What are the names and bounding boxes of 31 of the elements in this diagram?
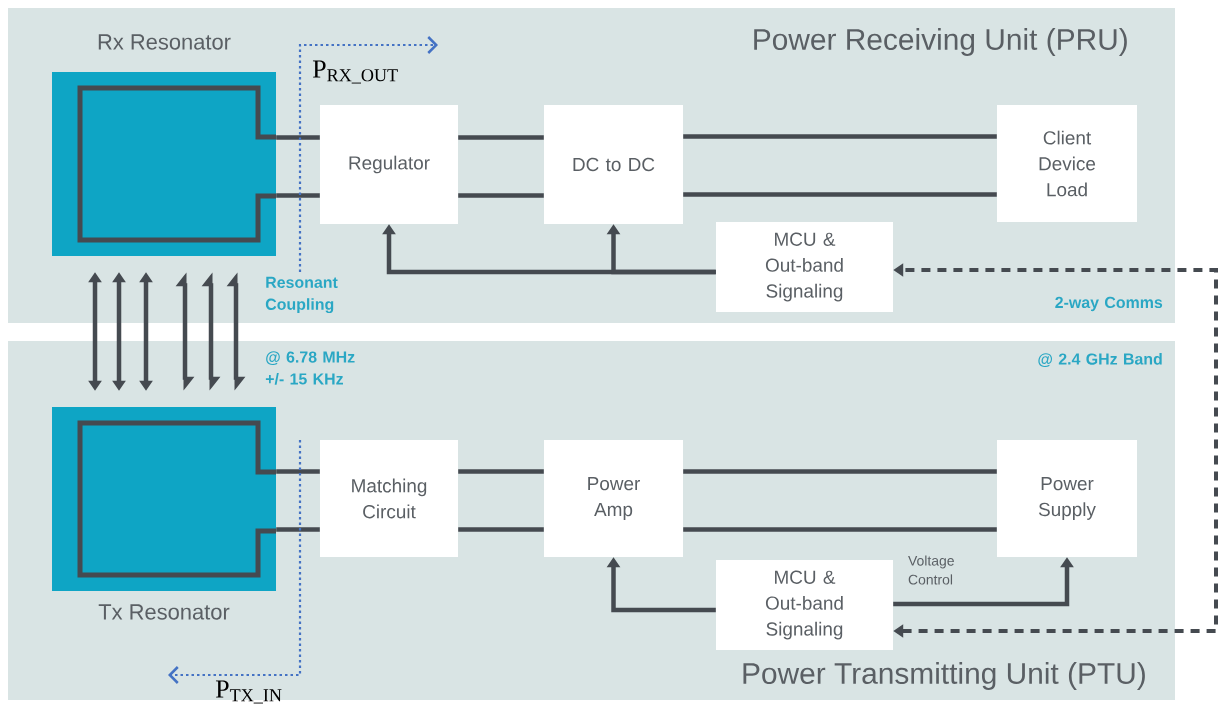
- process-box: Power Supply: [997, 440, 1137, 557]
- connector-line: [276, 193, 320, 198]
- annotation-text: @ 6.78 MHz +/- 15 KHz: [265, 351, 355, 385]
- process-box: Power Amp: [544, 440, 683, 557]
- connector-line: [276, 135, 320, 140]
- resonator-heading: Tx Resonator: [98, 604, 230, 620]
- process-box: Client Device Load: [997, 105, 1137, 222]
- process-box: MCU & Out-band Signaling: [716, 222, 893, 312]
- connector-line: [458, 469, 544, 474]
- power-label: P$_{RX_OUT}$: [312, 60, 398, 84]
- annotation-text: @ 2.4 GHz Band: [1038, 352, 1162, 368]
- connector-line: [458, 135, 544, 140]
- annotation-text: 2-way Comms: [1055, 296, 1163, 312]
- resonator-heading: Rx Resonator: [98, 34, 231, 50]
- annotation-text: Resonant Coupling: [265, 276, 338, 314]
- process-box: MCU & Out-band Signaling: [716, 560, 893, 650]
- connector-line: [458, 527, 544, 532]
- unit-title: Power Transmitting Unit (PTU): [743, 662, 1145, 690]
- process-box: Matching Circuit: [320, 440, 458, 557]
- connector-line: [276, 527, 320, 532]
- edge-label: Voltage Control: [908, 555, 954, 585]
- connector-line: [683, 134, 997, 139]
- process-box: Regulator: [320, 105, 458, 224]
- connector-line: [458, 193, 544, 198]
- connector-line: [276, 469, 320, 474]
- connector-line: [683, 192, 997, 197]
- connector-line: [683, 469, 997, 474]
- process-box: DC to DC: [544, 105, 683, 224]
- unit-title: Power Receiving Unit (PRU): [754, 28, 1127, 56]
- power-label: P$_{TX_IN}$: [215, 680, 282, 704]
- connector-line: [683, 527, 997, 532]
